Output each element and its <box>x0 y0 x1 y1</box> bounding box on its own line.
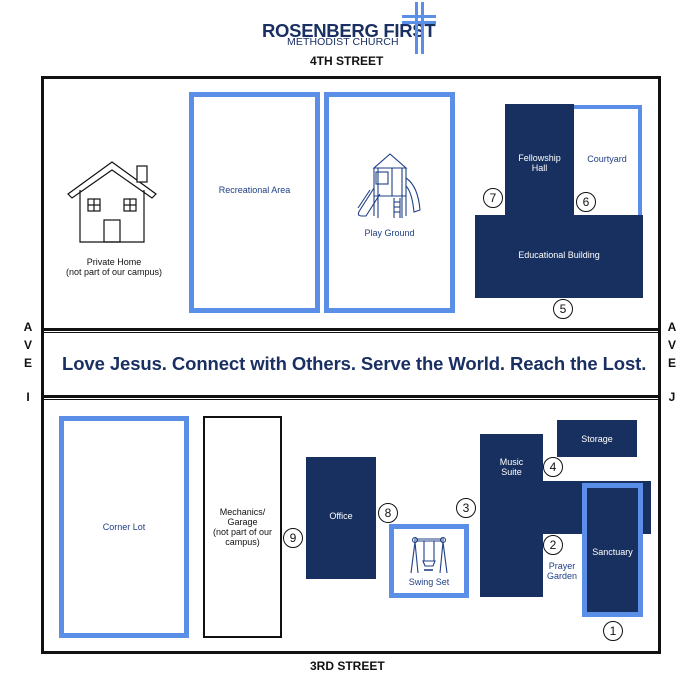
church-logo-title: ROSENBERG FIRST <box>262 20 436 41</box>
educational-building[interactable] <box>475 215 643 298</box>
location-marker-2[interactable]: 2 <box>543 535 563 555</box>
mission-slogan: Love Jesus. Connect with Others. Serve t… <box>62 353 647 374</box>
sanctuary-label: Sanctuary <box>592 547 633 557</box>
house-icon <box>67 161 157 243</box>
ave-east-letter: V <box>667 338 676 352</box>
divider-line <box>41 399 661 400</box>
location-marker-6[interactable]: 6 <box>576 192 596 212</box>
divider-line <box>41 395 661 398</box>
play-ground[interactable]: Play Ground <box>324 92 455 313</box>
corner-lot[interactable]: Corner Lot <box>59 416 189 638</box>
fellowship-hall[interactable] <box>505 104 574 219</box>
ave-west-letter: A <box>23 320 33 334</box>
recreational-area[interactable]: Recreational Area <box>189 92 320 313</box>
ave-east-letter: J <box>668 390 676 404</box>
church-logo-subtitle: METHODIST CHURCH <box>287 36 399 48</box>
location-marker-7[interactable]: 7 <box>483 188 503 208</box>
storage-label: Storage <box>581 434 613 444</box>
location-marker-8[interactable]: 8 <box>378 503 398 523</box>
office-label: Office <box>329 511 353 521</box>
mechanics-garage-label: Mechanics/ Garage (not part of our campu… <box>212 507 273 547</box>
educational-building-label: Educational Building <box>518 250 600 260</box>
music-suite-label: Music Suite <box>499 457 524 477</box>
mechanics-garage: Mechanics/ Garage (not part of our campu… <box>203 416 282 638</box>
street-label-south: 3RD STREET <box>310 659 385 673</box>
ave-west-letter: I <box>26 390 30 404</box>
location-marker-5[interactable]: 5 <box>553 299 573 319</box>
private-home-label: Private Home (not part of our campus) <box>65 257 163 277</box>
play-ground-label: Play Ground <box>364 228 415 238</box>
location-marker-3[interactable]: 3 <box>456 498 476 518</box>
location-marker-9[interactable]: 9 <box>283 528 303 548</box>
swing-set[interactable]: Swing Set <box>389 524 469 598</box>
fellowship-hall-label: Fellowship Hall <box>518 153 561 173</box>
location-marker-1[interactable]: 1 <box>603 621 623 641</box>
street-label-north: 4TH STREET <box>310 54 384 68</box>
swing-set-label: Swing Set <box>408 577 450 587</box>
ave-west-letter: E <box>23 356 32 370</box>
ave-east-letter: A <box>667 320 677 334</box>
sanctuary[interactable] <box>582 483 643 617</box>
recreational-area-label: Recreational Area <box>218 185 291 195</box>
ave-west-letter: V <box>23 338 32 352</box>
music-suite[interactable] <box>480 434 543 597</box>
location-marker-4[interactable]: 4 <box>543 457 563 477</box>
cross-icon <box>402 2 436 54</box>
office[interactable] <box>306 457 376 579</box>
swing-icon <box>410 536 448 574</box>
ave-east-letter: E <box>667 356 676 370</box>
divider-line <box>41 332 661 333</box>
prayer-garden-label: Prayer Garden <box>546 561 578 581</box>
storage[interactable] <box>557 420 637 457</box>
divider-line <box>41 328 661 331</box>
courtyard-label: Courtyard <box>587 154 627 164</box>
corner-lot-label: Corner Lot <box>102 522 146 532</box>
playground-icon <box>357 153 421 218</box>
